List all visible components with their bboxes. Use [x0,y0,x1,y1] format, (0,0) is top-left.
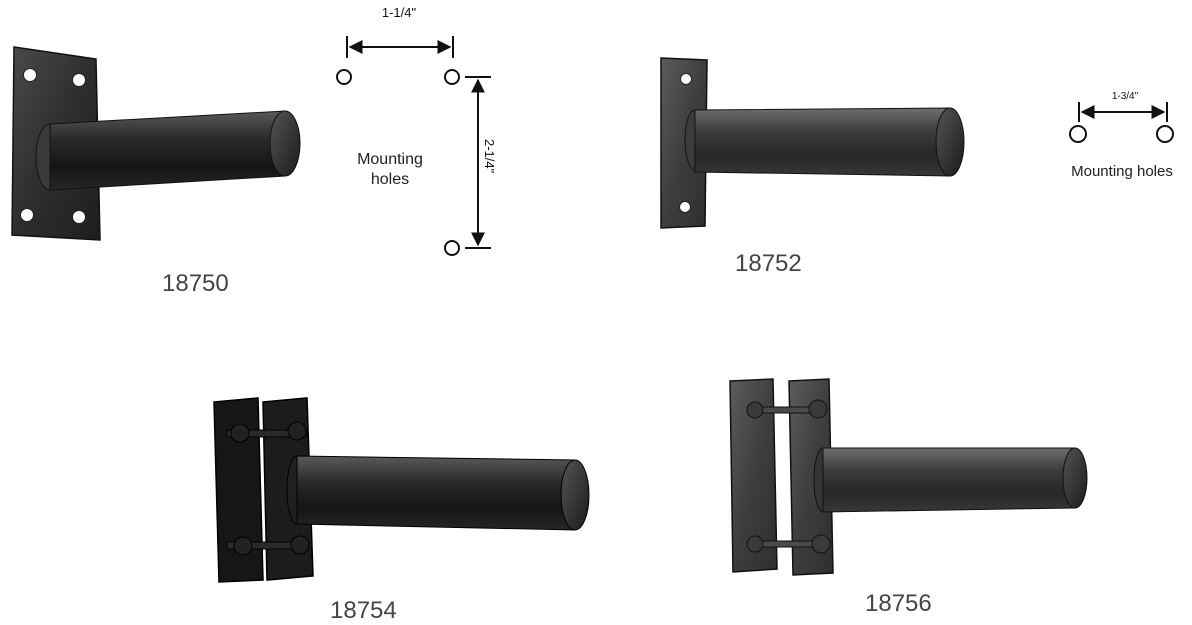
mounting-hole [72,73,86,87]
mounting-hole [679,201,691,213]
mounting-hole-diagram-4: 1-1/4" 2-1/4" [336,5,497,256]
mounting-hole [72,210,86,224]
vertical-dimension: 2-1/4" [482,139,497,174]
product-label: 18754 [330,597,397,624]
mounting-hole [1069,125,1087,143]
mounting-holes-label: Mounting holes [340,150,440,190]
mounting-hole [680,73,692,85]
product-label: 18756 [865,590,932,617]
product-image-18752 [660,57,965,229]
product-label: 18752 [735,250,802,277]
mounting-hole-diagram-2: 1-3/4" [1069,91,1174,143]
mounting-hole [20,208,34,222]
horizontal-dimension: 1-1/4" [382,5,417,20]
mounting-hole [444,240,460,256]
mounting-hole [1156,125,1174,143]
mounting-holes-label: Mounting holes [1071,163,1173,180]
product-image-18754 [213,397,590,583]
product-image-18756 [729,378,1088,576]
mounting-hole [336,69,352,85]
horizontal-dimension: 1-3/4" [1112,91,1139,102]
mounting-hole [444,69,460,85]
product-image-18750 [11,46,301,241]
mounting-label-line2: holes [370,171,410,188]
mounting-label-line1: Mounting [357,151,423,168]
product-label: 18750 [162,270,229,297]
mounting-hole [23,68,37,82]
